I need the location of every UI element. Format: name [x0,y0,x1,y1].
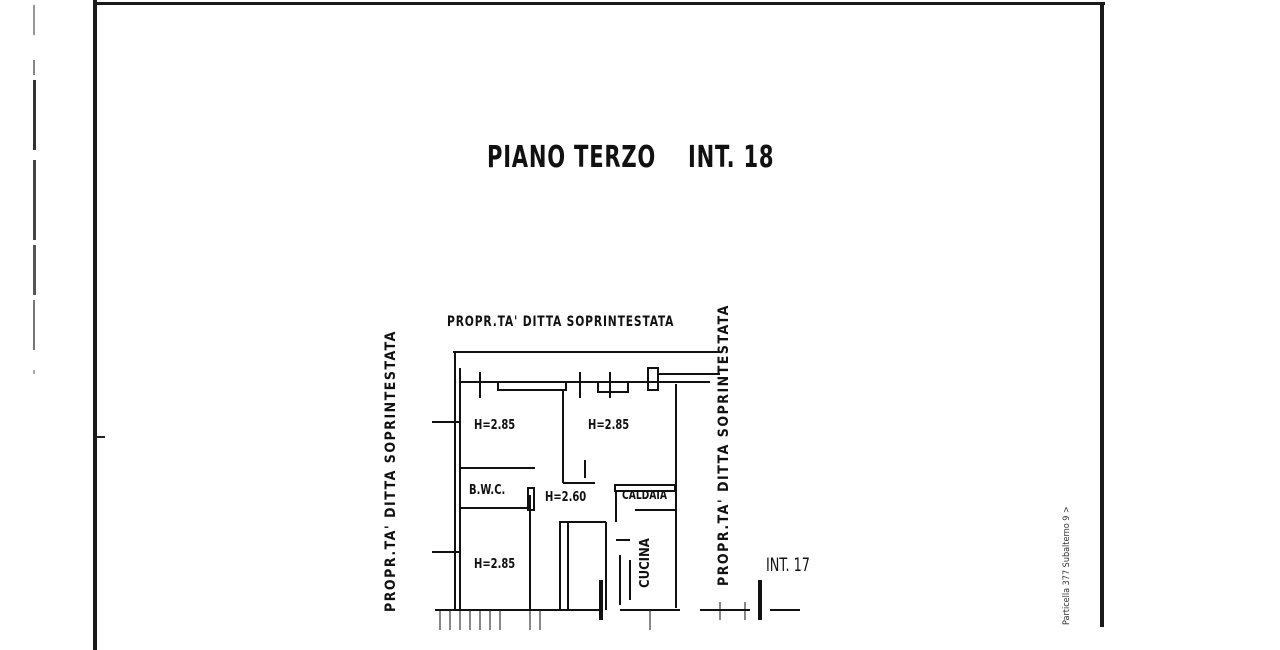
page-frame-left [93,0,97,650]
neighbor-label-left: PROPR.TA' DITTA SOPRINTESTATA [383,330,399,612]
adjacent-unit-label: INT. 17 [766,554,810,576]
unit-title: INT. 18 [688,140,775,175]
bathroom-label: B.W.C. [469,483,506,498]
neighbor-label-top: PROPR.TA' DITTA SOPRINTESTATA [447,314,675,330]
cadastral-side-note: Particella 377 Subalterno 9 > [1062,506,1072,625]
kitchen-label: CUCINA [638,538,653,588]
room-bottom-left-label: H=2.85 [474,557,516,572]
scan-margin-marks [30,0,44,380]
hallway-label: H=2.60 [545,490,587,505]
room-top-left-label: H=2.85 [474,418,516,433]
room-top-right-label: H=2.85 [588,418,630,433]
frame-tick [95,436,105,438]
page-frame-top [93,2,1105,5]
page-frame-right [1100,2,1104,627]
boiler-room-label: CALDAIA [622,488,667,502]
floor-plan [432,351,800,630]
floor-title: PIANO TERZO [487,140,657,175]
